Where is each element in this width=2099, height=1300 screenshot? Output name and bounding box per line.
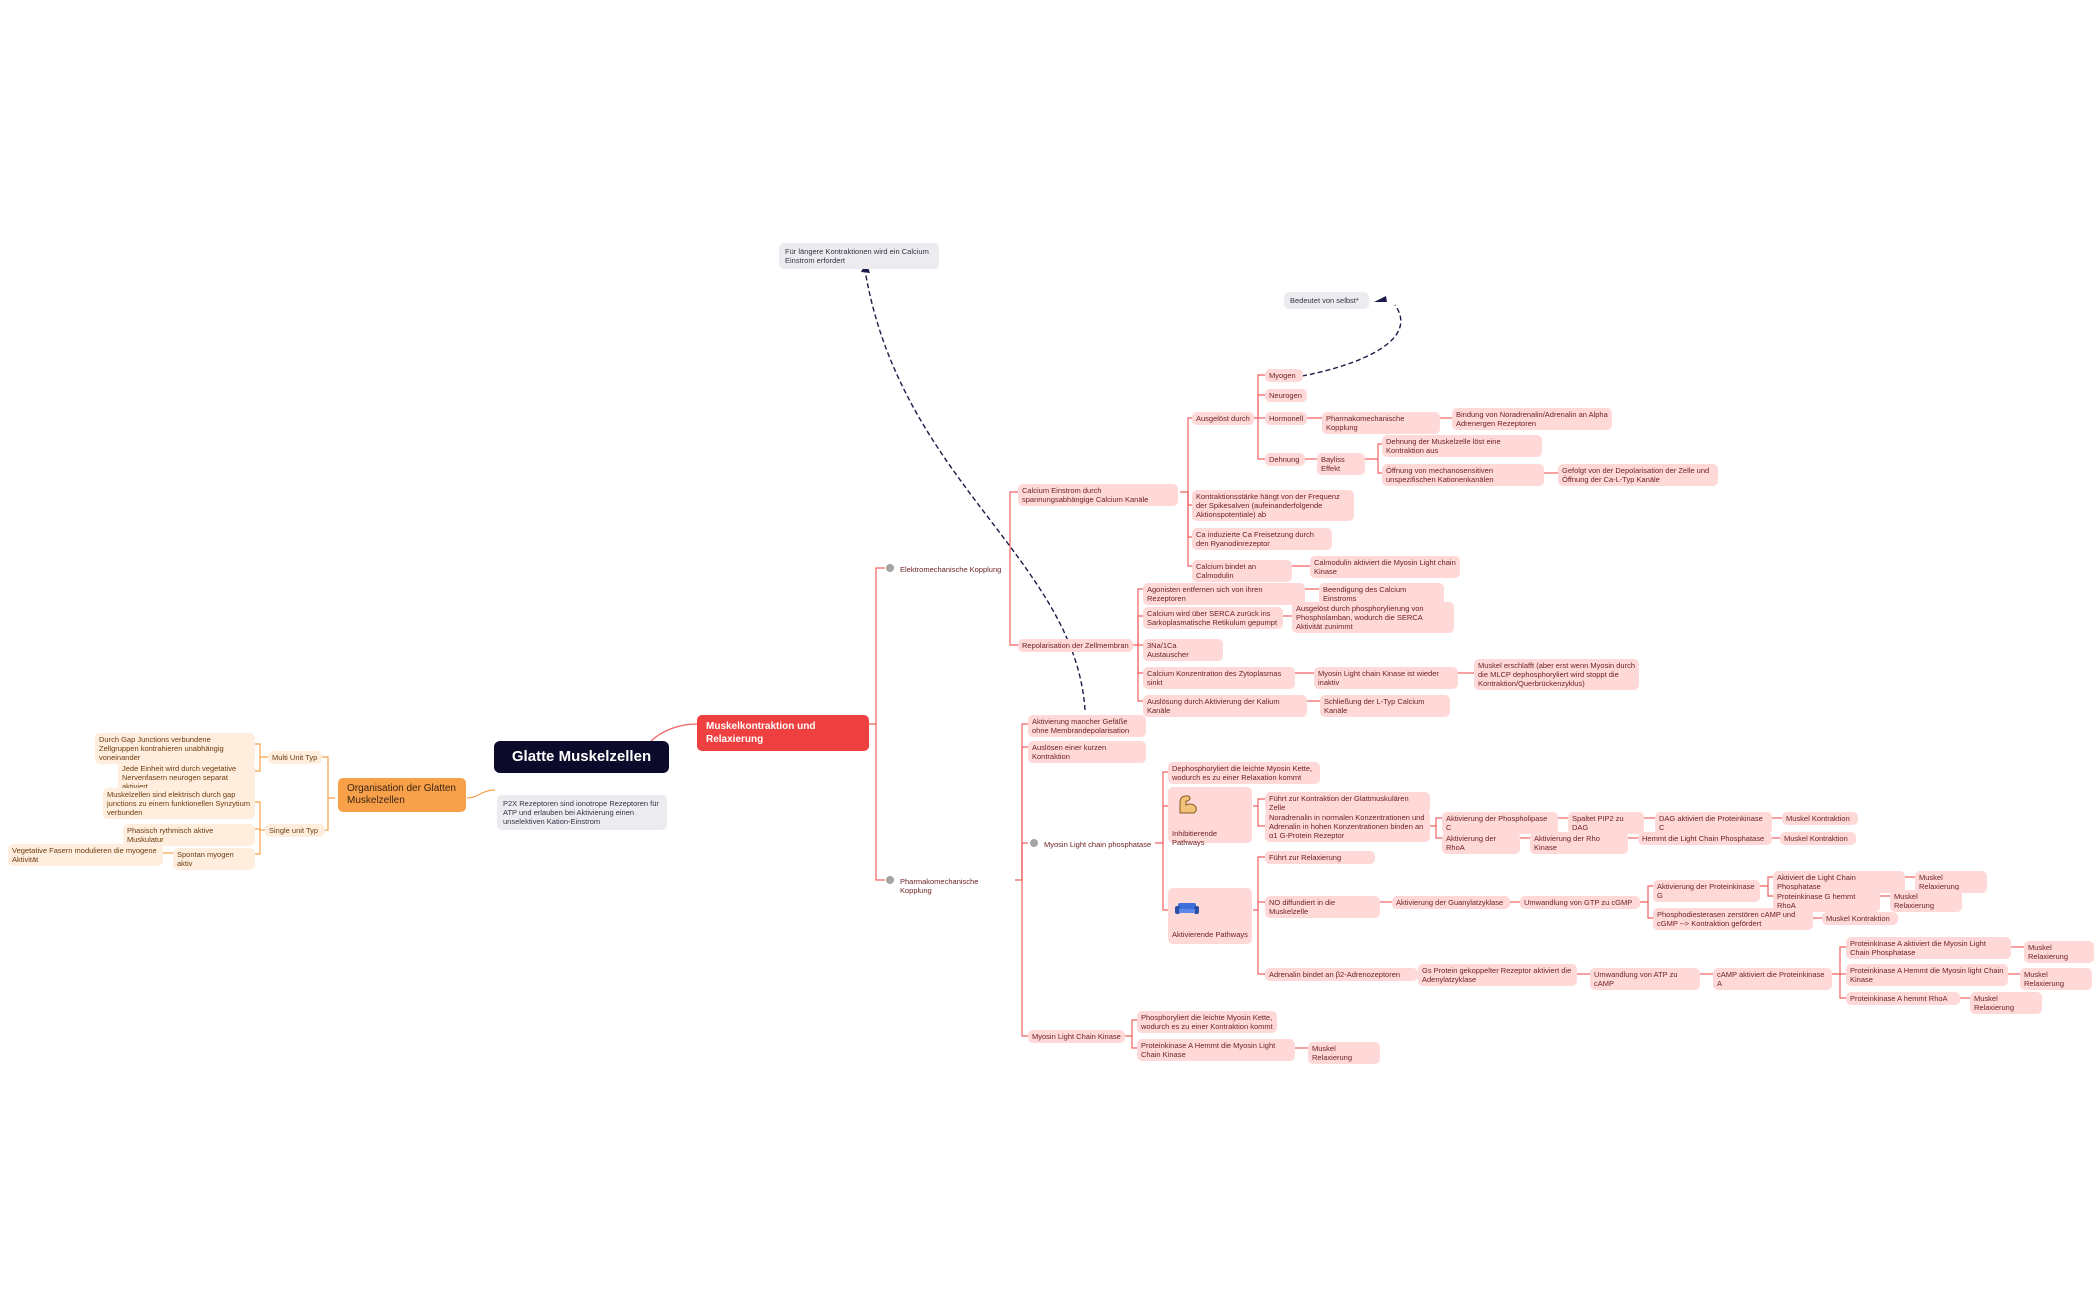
relax5-node[interactable]: Muskel Relaxierung xyxy=(1970,992,2042,1014)
spaltet-node[interactable]: Spaltet PIP2 zu DAG xyxy=(1568,812,1644,834)
root-node[interactable]: Glatte Muskelzellen xyxy=(494,741,669,773)
pde-node[interactable]: Phosphodiesterasen zerstören cAMP und cG… xyxy=(1653,908,1813,930)
pharmako-node[interactable]: Pharmakomechanische Kopplung xyxy=(900,877,979,895)
relax4-node[interactable]: Muskel Relaxierung xyxy=(2020,968,2092,990)
single-unit-b[interactable]: Phasisch rythmisch aktive Muskulatur xyxy=(123,824,255,846)
repolarisation-node[interactable]: Repolarisation der Zellmembran xyxy=(1018,639,1133,652)
pka-c-node[interactable]: Proteinkinase A hemmt RhoA xyxy=(1846,992,1960,1005)
ausgeloest-node[interactable]: Ausgelöst durch xyxy=(1192,412,1254,425)
gefolgt-node[interactable]: Gefolgt von der Depolarisation der Zelle… xyxy=(1558,464,1718,486)
multi-unit-b[interactable]: Jede Einheit wird durch vegetative Nerve… xyxy=(118,762,255,793)
single-unit-c1[interactable]: Vegetative Fasern modulieren die myogene… xyxy=(8,844,163,866)
bullet-dot xyxy=(886,876,894,884)
neurogen-node[interactable]: Neurogen xyxy=(1265,389,1307,402)
note-p2x: P2X Rezeptoren sind ionotrope Rezeptoren… xyxy=(497,795,667,830)
bayliss-node[interactable]: Bayliss Effekt xyxy=(1317,453,1365,475)
adrenalin-node[interactable]: Adrenalin bindet an β2-Adrenozeptoren xyxy=(1265,968,1418,981)
pka-a-node[interactable]: Proteinkinase A aktiviert die Myosin Lig… xyxy=(1846,937,2011,959)
kontraktionsstaerke-node[interactable]: Kontraktionsstärke hängt von der Frequen… xyxy=(1192,490,1354,521)
relax1-node[interactable]: Muskel Relaxierung xyxy=(1915,871,1987,893)
na-ca-node[interactable]: 3Na/1Ca Austauscher xyxy=(1143,639,1223,661)
beendigung-node[interactable]: Beendigung des Calcium Einstroms xyxy=(1319,583,1444,605)
serca-a-node[interactable]: Ausgelöst durch phosphorylierung von Pho… xyxy=(1292,602,1454,633)
mlck-inaktiv-node[interactable]: Myosin Light chain Kinase ist wieder ina… xyxy=(1314,667,1458,689)
organisation-node[interactable]: Organisation der Glatten Muskelzellen xyxy=(338,778,466,812)
gs-node[interactable]: Gs Protein gekoppelter Rezeptor aktivier… xyxy=(1418,964,1577,986)
relax6-node[interactable]: Muskel Relaxierung xyxy=(1308,1042,1380,1064)
muskel-k3-node[interactable]: Muskel Kontraktion xyxy=(1822,912,1898,925)
oeffnung-node[interactable]: Öffnung von mechanosensitiven unspezifis… xyxy=(1382,464,1544,486)
no-node[interactable]: NO diffundiert in die Muskelzelle xyxy=(1265,896,1380,918)
aktivierung-membran-node[interactable]: Aktivierung mancher Gefäße ohne Membrand… xyxy=(1028,715,1146,737)
mlck-node[interactable]: Myosin Light Chain Kinase xyxy=(1028,1030,1125,1043)
rhoa-node[interactable]: Aktivierung der RhoA xyxy=(1442,832,1520,854)
hemmt-lcp-node[interactable]: Hemmt die Light Chain Phosphatase xyxy=(1638,832,1772,845)
dehnung-node[interactable]: Dehnung xyxy=(1265,453,1305,466)
note-calcium: Für längere Kontraktionen wird ein Calci… xyxy=(779,243,939,269)
dehnung-a-node[interactable]: Dehnung der Muskelzelle löst eine Kontra… xyxy=(1382,435,1542,457)
muskel-erschlafft-node[interactable]: Muskel erschlafft (aber erst wenn Myosin… xyxy=(1474,659,1639,690)
relax3-node[interactable]: Muskel Relaxierung xyxy=(2024,941,2094,963)
single-unit-c[interactable]: Spontan myogen aktiv xyxy=(173,848,255,870)
elektromechanische-node[interactable]: Elektromechanische Kopplung xyxy=(900,565,1002,574)
noradrenalin-node[interactable]: Noradrenalin in normalen Konzentrationen… xyxy=(1265,811,1430,842)
serca-node[interactable]: Calcium wird über SERCA zurück ins Sarko… xyxy=(1143,607,1283,629)
ca-induziert-node[interactable]: Ca induzierte Ca Freisetzung durch den R… xyxy=(1192,528,1332,550)
muskelkontraktion-node[interactable]: Muskelkontraktion und Relaxierung xyxy=(697,715,869,751)
pkg-node[interactable]: Aktivierung der Proteinkinase G xyxy=(1653,880,1760,902)
multi-unit-node[interactable]: Multi Unit Typ xyxy=(268,751,322,764)
relax2-node[interactable]: Muskel Relaxierung xyxy=(1890,890,1962,912)
bullet-dot xyxy=(1030,839,1038,847)
dag-node[interactable]: DAG aktiviert die Proteinkinase C xyxy=(1655,812,1772,834)
hormonell-node[interactable]: Hormonell xyxy=(1265,412,1307,425)
bullet-dot xyxy=(886,564,894,572)
atp-node[interactable]: Umwandlung von ATP zu cAMP xyxy=(1590,968,1700,990)
ca-einstrom-node[interactable]: Calcium Einstrom durch spannungsabhängig… xyxy=(1018,484,1178,506)
agonisten-node[interactable]: Agonisten entfernen sich von ihren Rezep… xyxy=(1143,583,1305,605)
flexed-arm-icon xyxy=(1179,795,1197,814)
mlcp-node[interactable]: Myosin Light chain phosphatase xyxy=(1044,840,1152,849)
single-unit-node[interactable]: Single unit Typ xyxy=(265,824,325,837)
multi-unit-a[interactable]: Durch Gap Junctions verbundene Zellgrupp… xyxy=(95,733,255,764)
muskel-k2-node[interactable]: Muskel Kontraktion xyxy=(1780,832,1856,845)
aktiv-node[interactable]: Aktivierende Pathways xyxy=(1168,888,1252,944)
ausloesung-kalium-node[interactable]: Auslösung durch Aktivierung der Kalium K… xyxy=(1143,695,1307,717)
gtp-node[interactable]: Umwandlung von GTP zu cGMP xyxy=(1520,896,1640,909)
muskel-k1-node[interactable]: Muskel Kontraktion xyxy=(1782,812,1858,825)
rho-kinase-node[interactable]: Aktivierung der Rho Kinase xyxy=(1530,832,1628,854)
ca-konz-node[interactable]: Calcium Konzentration des Zytoplasmas si… xyxy=(1143,667,1295,689)
ausloesen-kurz-node[interactable]: Auslösen einer kurzen Kontraktion xyxy=(1028,741,1146,763)
single-unit-a[interactable]: Muskelzellen sind elektrisch durch gap j… xyxy=(103,788,255,819)
pka-b-node[interactable]: Proteinkinase A Hemmt die Myosin light C… xyxy=(1846,964,2008,986)
fuehrt-relax-node[interactable]: Führt zur Relaxierung xyxy=(1265,851,1375,864)
sofa-icon xyxy=(1175,903,1199,914)
inhib-node[interactable]: Inhibitierende Pathways xyxy=(1168,787,1252,847)
calmodulin-node[interactable]: Calcium bindet an Calmodulin xyxy=(1192,560,1292,582)
plc-node[interactable]: Aktivierung der Phospholipase C xyxy=(1442,812,1558,834)
pharmako-k-node[interactable]: Pharmakomechanische Kopplung xyxy=(1322,412,1440,434)
mlck-a-node[interactable]: Phosphoryliert die leichte Myosin Kette,… xyxy=(1137,1011,1277,1033)
pkg-b-node[interactable]: Proteinkinase G hemmt RhoA xyxy=(1773,890,1880,912)
pkg-a-node[interactable]: Aktiviert die Light Chain Phosphatase xyxy=(1773,871,1905,893)
note-myogen: Bedeutet von selbst* xyxy=(1284,292,1369,309)
dephos-node[interactable]: Dephosphoryliert die leichte Myosin Kett… xyxy=(1168,762,1320,784)
mlck-b-node[interactable]: Proteinkinase A Hemmt die Myosin Light C… xyxy=(1137,1039,1295,1061)
schliessung-node[interactable]: Schließung der L-Typ Calcium Kanäle xyxy=(1320,695,1450,717)
calmodulin-a-node[interactable]: Calmodulin aktiviert die Myosin Light ch… xyxy=(1310,556,1460,578)
bindung-nor-node[interactable]: Bindung von Noradrenalin/Adrenalin an Al… xyxy=(1452,408,1612,430)
camp-node[interactable]: cAMP aktiviert die Proteinkinase A xyxy=(1713,968,1832,990)
fuehrt-kontraktion-node[interactable]: Führt zur Kontraktion der Glattmuskuläre… xyxy=(1265,792,1430,814)
myogen-node[interactable]: Myogen xyxy=(1265,369,1303,382)
guanylat-node[interactable]: Aktivierung der Guanylatzyklase xyxy=(1392,896,1510,909)
